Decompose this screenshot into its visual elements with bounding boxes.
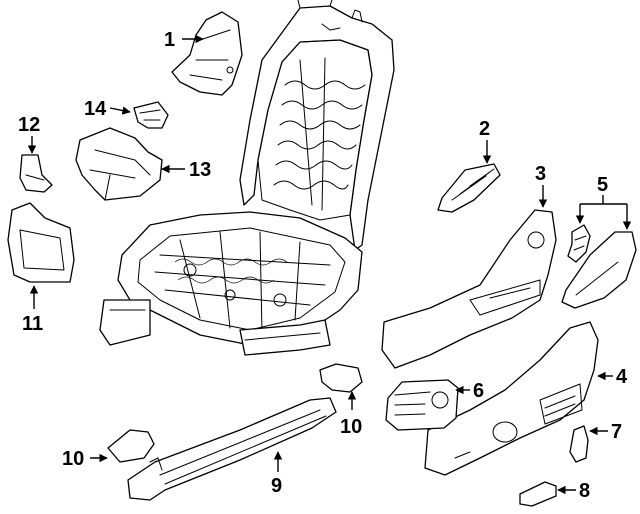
part-7-shape xyxy=(569,425,589,463)
callout-1: 1 xyxy=(164,29,175,51)
callout-6: 6 xyxy=(473,380,484,402)
part-1-shape xyxy=(171,11,243,96)
seat-frame-assembly xyxy=(99,0,395,356)
callout-12: 12 xyxy=(18,114,40,136)
callout-4: 4 xyxy=(616,366,628,388)
callout-11: 11 xyxy=(22,313,43,335)
part-8-shape xyxy=(519,481,557,507)
part-2-shape xyxy=(437,163,501,213)
callout-5: 5 xyxy=(597,174,608,196)
part-13-shape xyxy=(75,127,163,201)
callout-3: 3 xyxy=(535,163,546,185)
leader-14 xyxy=(109,106,131,115)
leader-lines xyxy=(27,34,632,495)
callout-8: 8 xyxy=(579,480,590,502)
callout-13: 13 xyxy=(189,159,211,181)
callout-7: 7 xyxy=(611,421,622,443)
part-10-left-shape xyxy=(107,429,155,463)
part-6-shape xyxy=(385,379,459,431)
part-12-shape xyxy=(19,154,53,193)
part-5-shape xyxy=(561,224,637,309)
part-3-shape xyxy=(381,209,557,369)
callout-labels: 1 2 3 4 5 6 7 8 9 10 10 11 12 13 14 xyxy=(18,29,628,502)
part-10-right-shape xyxy=(319,363,363,393)
callout-10-right: 10 xyxy=(340,416,362,438)
part-14-shape xyxy=(133,101,169,129)
part-4-shape xyxy=(424,321,599,476)
part-9-shape xyxy=(127,397,337,501)
callout-2: 2 xyxy=(479,118,490,140)
part-11-shape xyxy=(7,202,75,283)
callout-14: 14 xyxy=(84,98,107,120)
callout-9: 9 xyxy=(271,475,282,497)
callout-10-left: 10 xyxy=(62,448,84,470)
